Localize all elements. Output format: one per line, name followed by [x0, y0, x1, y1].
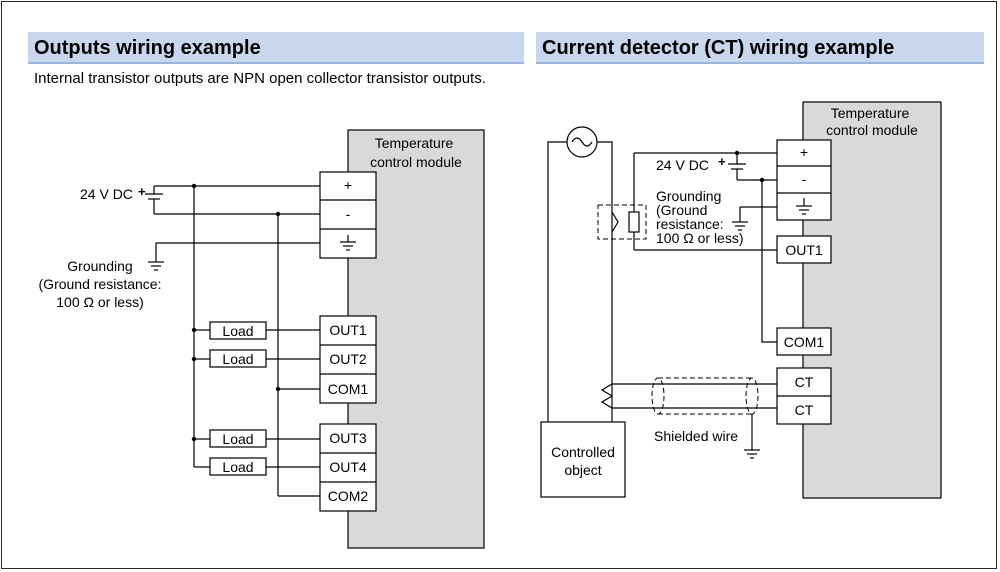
left-load-3-label: Load: [222, 431, 253, 447]
left-grounding-label-line3: 100 Ω or less): [56, 294, 144, 310]
outputs-wiring-description: Internal transistor outputs are NPN open…: [34, 70, 486, 87]
ct-wiring-diagram: Temperature control module + - OUT1 COM1…: [540, 101, 942, 499]
right-terminal-ct-1: CT: [795, 374, 814, 390]
right-terminal-out1: OUT1: [785, 242, 823, 258]
left-terminal-ground-icon: [340, 235, 356, 251]
left-module-label-line1: Temperature: [375, 135, 454, 151]
left-module-label-line2: control module: [370, 154, 462, 170]
right-terminal-out1-box: [776, 235, 832, 264]
relay-coil-icon: [628, 211, 640, 233]
left-terminal-plus: +: [344, 177, 352, 193]
right-terminal-ground-icon: [796, 198, 812, 215]
ct-wiring-title: Current detector (CT) wiring example: [536, 32, 984, 64]
left-grounding-label-line1: Grounding: [67, 258, 132, 274]
controlled-object-box: [540, 421, 626, 498]
left-power-terminal-block: [319, 171, 377, 259]
left-terminal-out4: OUT4: [329, 459, 367, 475]
left-load-1-label: Load: [222, 323, 253, 339]
left-output-terminal-block-2: [319, 423, 377, 512]
svg-text:+: +: [718, 154, 726, 169]
left-load-4-label: Load: [222, 459, 253, 475]
right-grounding-label-line3: resistance:: [656, 216, 724, 232]
controlled-object-label-line2: object: [564, 462, 601, 478]
shielded-wire-label: Shielded wire: [654, 428, 738, 444]
right-grounding-label-line1: Grounding: [656, 188, 721, 204]
left-terminal-com2: COM2: [328, 488, 369, 504]
outputs-wiring-title: Outputs wiring example: [28, 32, 524, 64]
shield-ground-icon: [744, 449, 760, 459]
right-battery-icon: +: [718, 153, 746, 180]
right-power-terminal-block: [776, 139, 832, 221]
svg-text:+: +: [138, 184, 146, 199]
right-terminal-com1: COM1: [784, 334, 825, 350]
right-ground-icon: [732, 207, 748, 231]
ct-coil-icon: [600, 383, 614, 409]
left-ground-icon: [148, 261, 164, 271]
right-terminal-plus: +: [800, 144, 808, 160]
left-battery-icon: +: [138, 184, 163, 214]
left-terminal-out2: OUT2: [329, 351, 367, 367]
right-module-label-line2: control module: [826, 122, 918, 138]
right-power-label: 24 V DC: [656, 157, 709, 173]
right-module-label-line1: Temperature: [831, 105, 910, 121]
right-grounding-label-line2: (Ground: [656, 202, 707, 218]
right-terminal-minus: -: [802, 171, 807, 187]
controlled-object-label-line1: Controlled: [551, 444, 615, 460]
right-terminal-ct-2: CT: [795, 402, 814, 418]
left-terminal-minus: -: [346, 206, 351, 222]
left-terminal-com1: COM1: [328, 381, 369, 397]
relay-dashed-outline: [597, 204, 647, 240]
left-terminal-out1: OUT1: [329, 322, 367, 338]
right-grounding-label-line4: 100 Ω or less): [656, 230, 744, 246]
left-load-2-label: Load: [222, 351, 253, 367]
left-output-terminal-block-1: [319, 315, 377, 404]
left-terminal-out3: OUT3: [329, 430, 367, 446]
outputs-wiring-diagram: Temperature control module + - OUT1 OUT2…: [39, 129, 485, 549]
left-power-label: 24 V DC: [80, 186, 133, 202]
left-grounding-label-line2: (Ground resistance:: [39, 276, 162, 292]
